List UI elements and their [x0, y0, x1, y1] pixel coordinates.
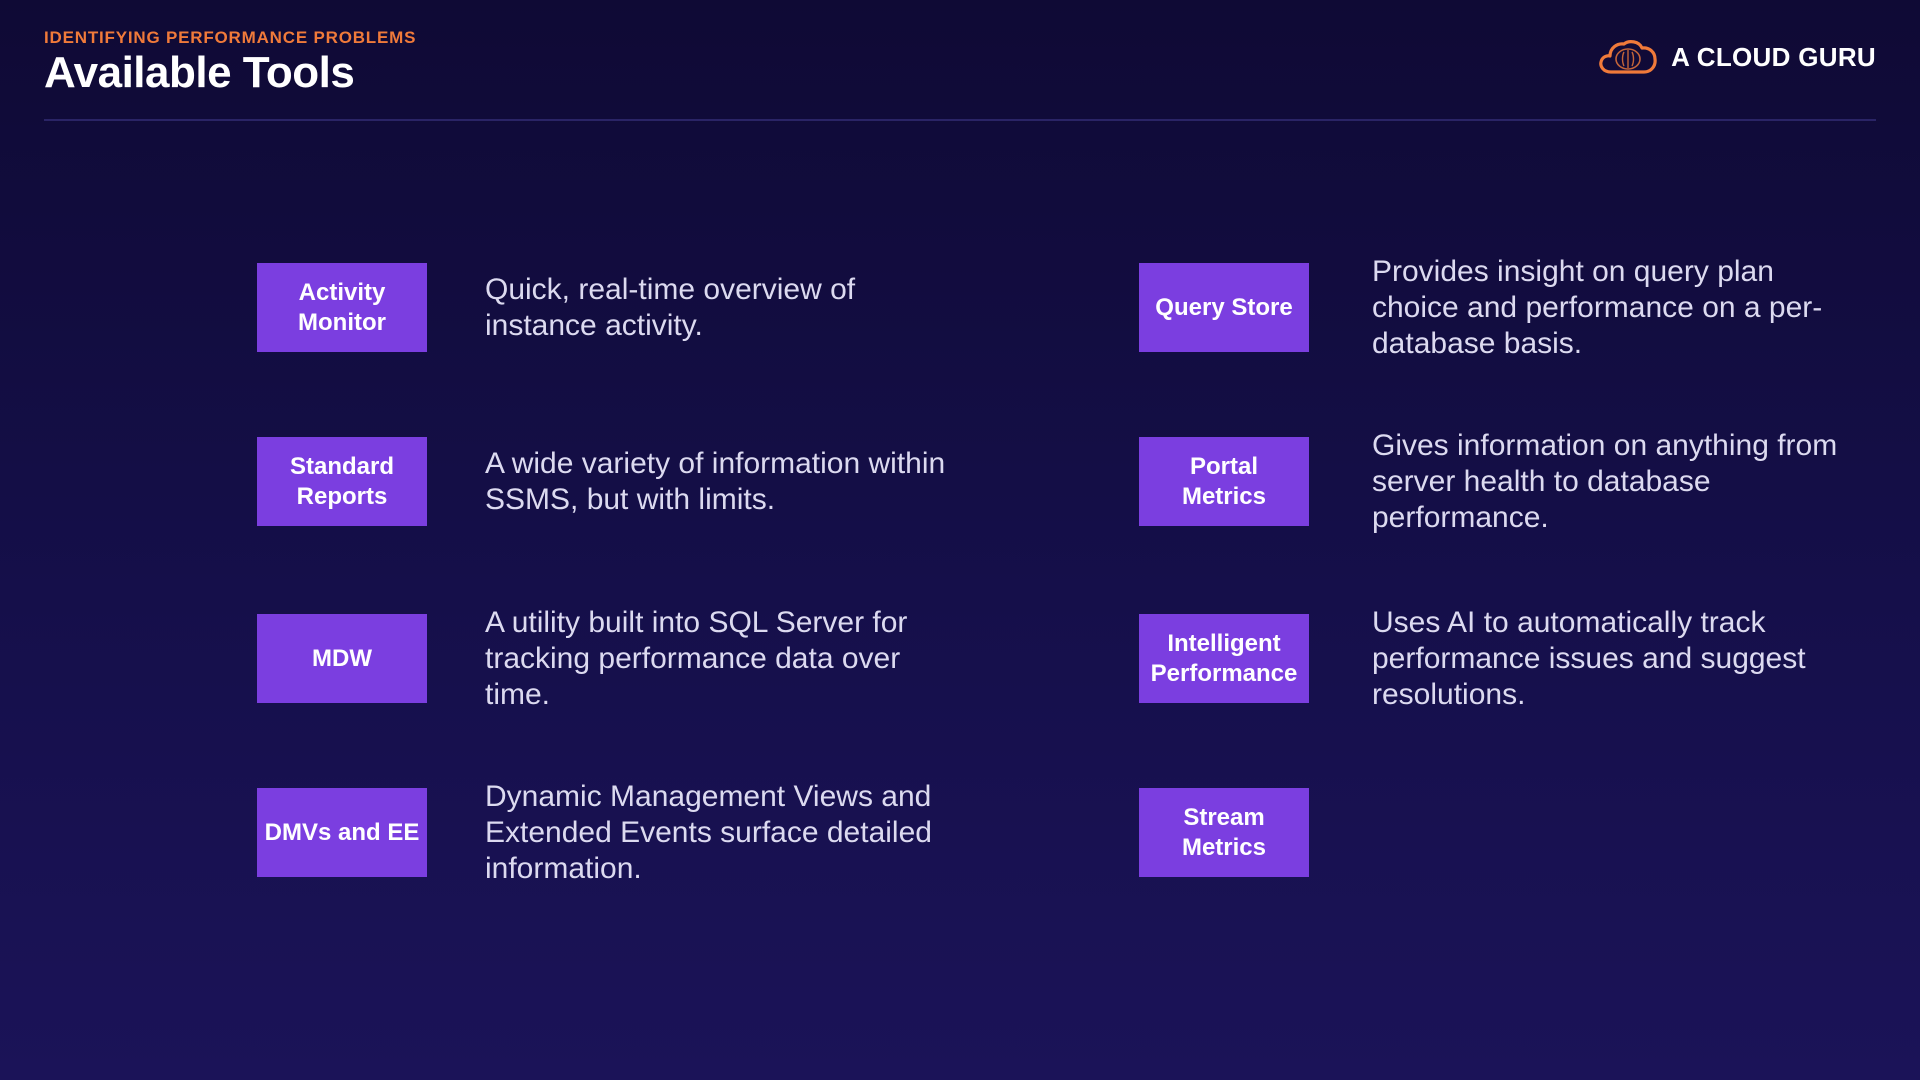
tool-description: Gives information on anything from serve… [1372, 428, 1838, 534]
slide-header: IDENTIFYING PERFORMANCE PROBLEMS Availab… [44, 24, 1876, 120]
tool-box-mdw: MDW [257, 614, 427, 703]
tool-box-standard-reports: Standard Reports [257, 437, 427, 526]
cloud-icon [1597, 38, 1659, 76]
tool-description: Dynamic Management Views and Extended Ev… [485, 779, 932, 885]
brand-name: A CLOUD GURU [1671, 41, 1876, 72]
tool-description: A utility built into SQL Server for trac… [485, 605, 908, 711]
tool-description: Uses AI to automatically track performan… [1372, 605, 1806, 711]
tool-description: Provides insight on query plan choice an… [1372, 254, 1823, 360]
section-kicker: IDENTIFYING PERFORMANCE PROBLEMS [44, 28, 417, 47]
tool-box-activity-monitor: Activity Monitor [257, 263, 427, 352]
tool-description: Quick, real-time overview of instance ac… [485, 272, 856, 342]
tool-box-dmvs-and-ee: DMVs and EE [257, 788, 427, 877]
page-title: Available Tools [44, 48, 355, 97]
brand-logo: A CLOUD GURU [1597, 38, 1876, 76]
tool-box-stream-metrics: Stream Metrics [1139, 788, 1309, 877]
header-divider [44, 119, 1876, 121]
tool-box-query-store: Query Store [1139, 263, 1309, 352]
tool-description: A wide variety of information within SSM… [485, 446, 946, 516]
tool-box-portal-metrics: Portal Metrics [1139, 437, 1309, 526]
tool-box-intelligent-performance: Intelligent Performance [1139, 614, 1309, 703]
